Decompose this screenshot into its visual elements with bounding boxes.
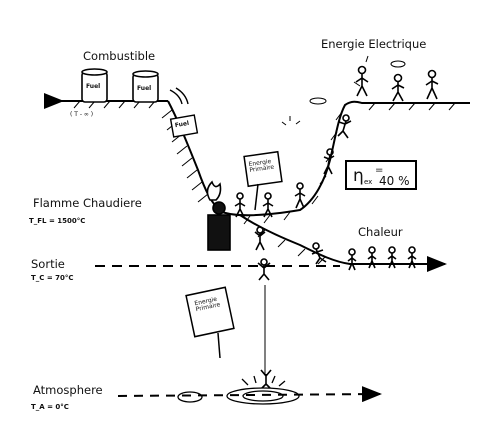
barrel-label-1: Fuel	[86, 83, 101, 90]
splash-icon	[177, 375, 300, 405]
eta-symbol: η	[353, 166, 364, 186]
label-chaleur: Chaleur	[358, 225, 403, 239]
label-sortie: Sortie	[31, 257, 65, 271]
label-sortie-temp: T_C = 70°C	[31, 274, 74, 282]
efficiency-box: η ex = 40 %	[345, 160, 417, 190]
label-atmosphere: Atmosphere	[33, 383, 103, 397]
label-t-infinity: ( T - ∞ )	[70, 111, 94, 118]
barrel-label-2: Fuel	[137, 85, 152, 92]
eta-subscript: ex	[364, 178, 373, 186]
efficiency-value: 40 %	[379, 174, 410, 188]
valley-curve	[167, 100, 470, 217]
spark-icon	[281, 55, 406, 126]
label-atmosphere-temp: T_A = 0°C	[31, 403, 69, 411]
flame-figure-icon	[206, 180, 231, 251]
label-energie-electrique: Energie Electrique	[321, 37, 427, 51]
tumbling-barrel-icon	[169, 87, 199, 138]
label-flamme-chaudiere: Flamme Chaudiere	[33, 196, 142, 210]
atmosphere-arrow	[117, 386, 382, 403]
label-flamme-temp: T_FL = 1500°C	[29, 217, 86, 225]
label-combustible: Combustible	[83, 49, 156, 63]
protest-sign-icon	[185, 150, 283, 359]
stick-figure-icon	[234, 65, 439, 389]
chaleur-path	[239, 214, 447, 272]
fuel-barrel-icon	[81, 68, 159, 103]
efficiency-equals: =	[375, 165, 384, 176]
